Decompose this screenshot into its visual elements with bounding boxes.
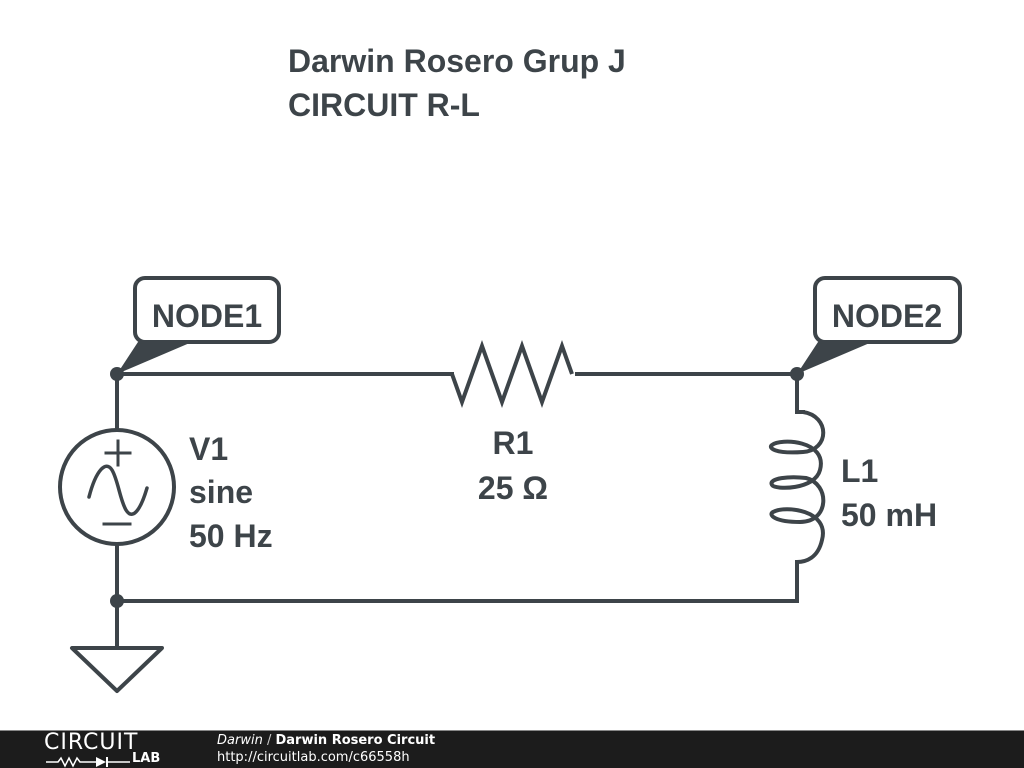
r1-value: 25 Ω bbox=[478, 470, 548, 506]
title-line1: Darwin Rosero Grup J bbox=[288, 43, 626, 79]
circuitlab-logo[interactable]: CIRCUIT LAB bbox=[44, 732, 176, 768]
inductor-l1-symbol bbox=[769, 410, 826, 564]
logo-text-lab: LAB bbox=[132, 751, 161, 766]
node1-text: NODE1 bbox=[152, 298, 262, 334]
footer-separator: / bbox=[262, 733, 276, 748]
node1-bubble bbox=[133, 276, 281, 344]
l1-name: L1 bbox=[841, 453, 878, 489]
resistor-diode-logo-icon bbox=[46, 756, 130, 768]
footer-bar: CIRCUIT LAB Darwin / Darwin Rosero Circu… bbox=[0, 730, 1024, 768]
v1-frequency: 50 Hz bbox=[189, 518, 273, 554]
footer-title-line: Darwin / Darwin Rosero Circuit bbox=[217, 733, 435, 749]
sine-wave-icon bbox=[87, 464, 149, 516]
footer-url-link[interactable]: http://circuitlab.com/c66558h bbox=[217, 750, 410, 765]
junction-ground bbox=[110, 594, 124, 608]
schematic-canvas: Darwin Rosero Grup J CIRCUIT R-L bbox=[58, 43, 962, 693]
node2-label[interactable]: NODE2 bbox=[797, 276, 962, 374]
resistor-r1-symbol bbox=[450, 340, 574, 408]
footer-circuit-title[interactable]: Darwin Rosero Circuit bbox=[275, 733, 436, 748]
node2-text: NODE2 bbox=[832, 298, 942, 334]
node1-pointer bbox=[117, 342, 192, 374]
title-line2: CIRCUIT R-L bbox=[288, 87, 480, 123]
node1-label[interactable]: NODE1 bbox=[117, 276, 281, 374]
logo-text-circuit: CIRCUIT bbox=[44, 730, 139, 755]
r1-name: R1 bbox=[493, 425, 534, 461]
v1-name: V1 bbox=[189, 431, 228, 467]
node2-pointer bbox=[797, 342, 872, 374]
v1-type: sine bbox=[189, 474, 253, 510]
footer-author-link[interactable]: Darwin bbox=[217, 733, 263, 748]
node2-bubble bbox=[813, 276, 962, 344]
l1-value: 50 mH bbox=[841, 497, 937, 533]
ground-icon bbox=[70, 646, 164, 693]
